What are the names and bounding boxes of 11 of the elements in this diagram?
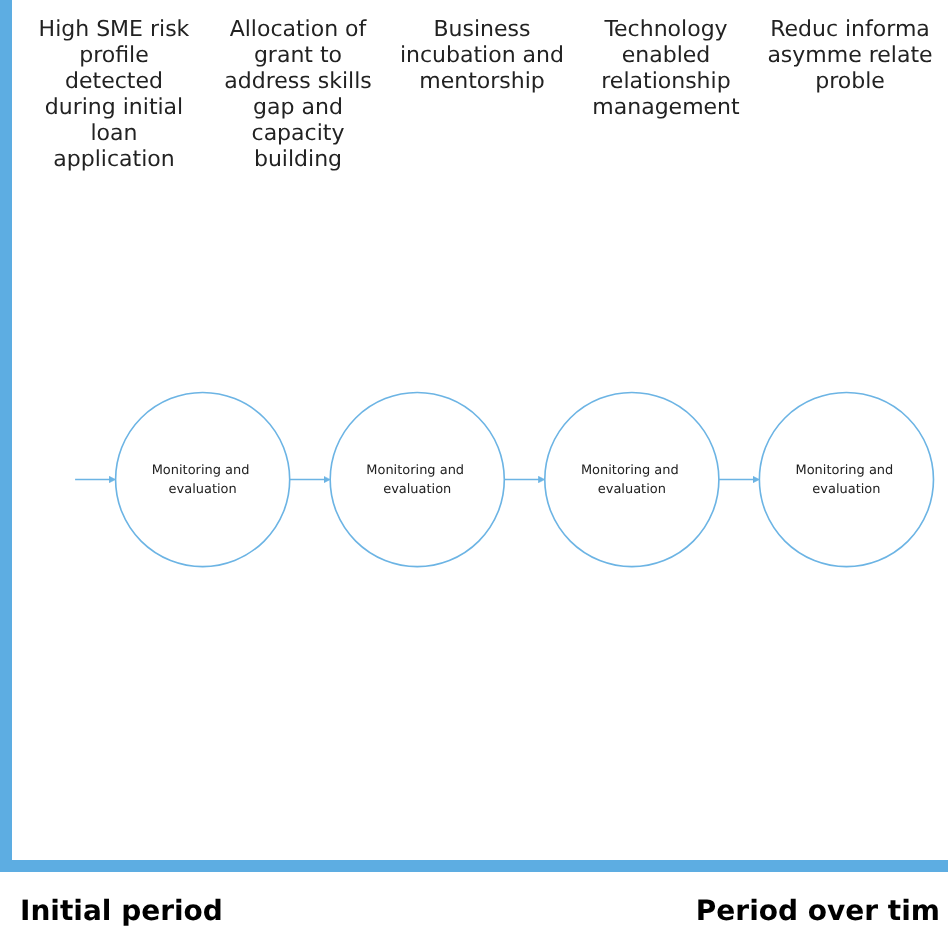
step-text: Business incubation and mentorship xyxy=(397,16,567,98)
arrow xyxy=(74,476,116,484)
step-text: Technology enabled relationship management xyxy=(590,16,742,124)
step-text: Reduc informa asymme relate proble xyxy=(765,16,935,98)
axis-label: Initial period xyxy=(20,896,223,928)
axis-label: Period over tim xyxy=(695,896,940,928)
arrow xyxy=(718,476,760,484)
step-text: Allocation of grant to address skills gap and capacity building xyxy=(222,16,374,172)
arrow xyxy=(503,476,546,484)
arrow xyxy=(288,476,331,484)
step-text: High SME risk profile detected during initial loan application xyxy=(36,16,192,172)
